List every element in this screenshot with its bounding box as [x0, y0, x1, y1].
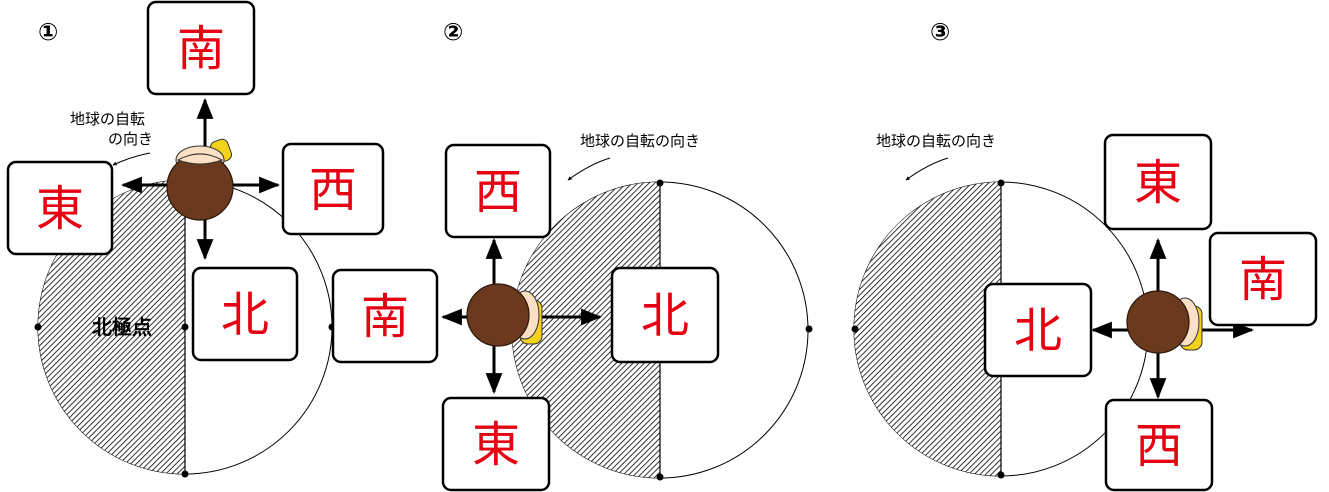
panel-2: ② 地球の自転の向き 西	[331, 18, 813, 492]
direction-box-down: 北	[191, 266, 299, 362]
direction-label: 東	[1134, 155, 1182, 211]
rotation-label-line-1: 地球の自転	[70, 110, 145, 128]
rotation-arrow	[567, 157, 611, 181]
rotation-indicator: 地球の自転の向き	[567, 132, 700, 181]
rotation-indicator: 地球の自転の向き	[876, 132, 996, 181]
direction-label: 北	[641, 288, 689, 344]
direction-box-left: 南	[331, 268, 439, 364]
direction-box-up: 西	[444, 143, 552, 239]
panel-number: ③	[930, 18, 950, 46]
rotation-arrow	[112, 152, 151, 166]
dot-right	[805, 325, 813, 333]
panel-number: ①	[38, 18, 58, 46]
direction-box-right: 南	[1208, 231, 1318, 327]
rotation-label: 地球の自転の向き	[580, 132, 700, 150]
dot-bottom	[997, 471, 1005, 479]
direction-box-left: 北	[983, 282, 1093, 378]
direction-label: 南	[361, 289, 409, 345]
direction-label: 東	[36, 181, 84, 237]
direction-box-right: 北	[610, 266, 720, 364]
direction-label: 南	[177, 21, 225, 77]
rotation-arrow	[905, 157, 949, 181]
north-pole-label: 北極点	[92, 315, 152, 339]
direction-box-up: 南	[146, 0, 256, 96]
direction-box-down: 西	[1104, 398, 1214, 492]
direction-box-up: 東	[1103, 133, 1213, 231]
dot-top	[656, 179, 664, 187]
direction-label: 北	[1014, 303, 1062, 359]
panel-number: ②	[443, 18, 463, 46]
direction-label: 東	[472, 417, 520, 473]
night-side	[854, 182, 1001, 476]
rotation-label: 地球の自転の向き	[876, 132, 996, 150]
panel-1: ① 北極点 地球の自転 の向き	[6, 0, 385, 478]
person-figure	[166, 138, 234, 221]
person-figure	[1126, 290, 1203, 354]
panel-3: ③ 地球の自転の向き 東	[851, 18, 1318, 492]
dot-left	[851, 325, 859, 333]
dot-left	[34, 323, 42, 331]
dot-top	[997, 179, 1005, 187]
head-hair	[466, 283, 530, 347]
rotation-indicator: 地球の自転 の向き	[70, 110, 153, 166]
direction-label: 南	[1239, 252, 1287, 308]
person-figure	[466, 283, 543, 347]
dot-bottom	[181, 470, 189, 478]
direction-label: 西	[474, 164, 522, 220]
forehead	[176, 153, 224, 165]
head-hair	[1126, 290, 1190, 354]
direction-label: 西	[309, 162, 357, 218]
direction-box-right: 西	[281, 142, 385, 236]
direction-label: 北	[221, 287, 269, 343]
rotation-label-line-2: の向き	[108, 130, 153, 148]
north-pole-dot	[181, 323, 189, 331]
direction-label: 西	[1135, 418, 1183, 474]
dot-bottom	[656, 473, 664, 481]
direction-box-left: 東	[6, 160, 114, 256]
direction-box-down: 東	[441, 396, 551, 492]
